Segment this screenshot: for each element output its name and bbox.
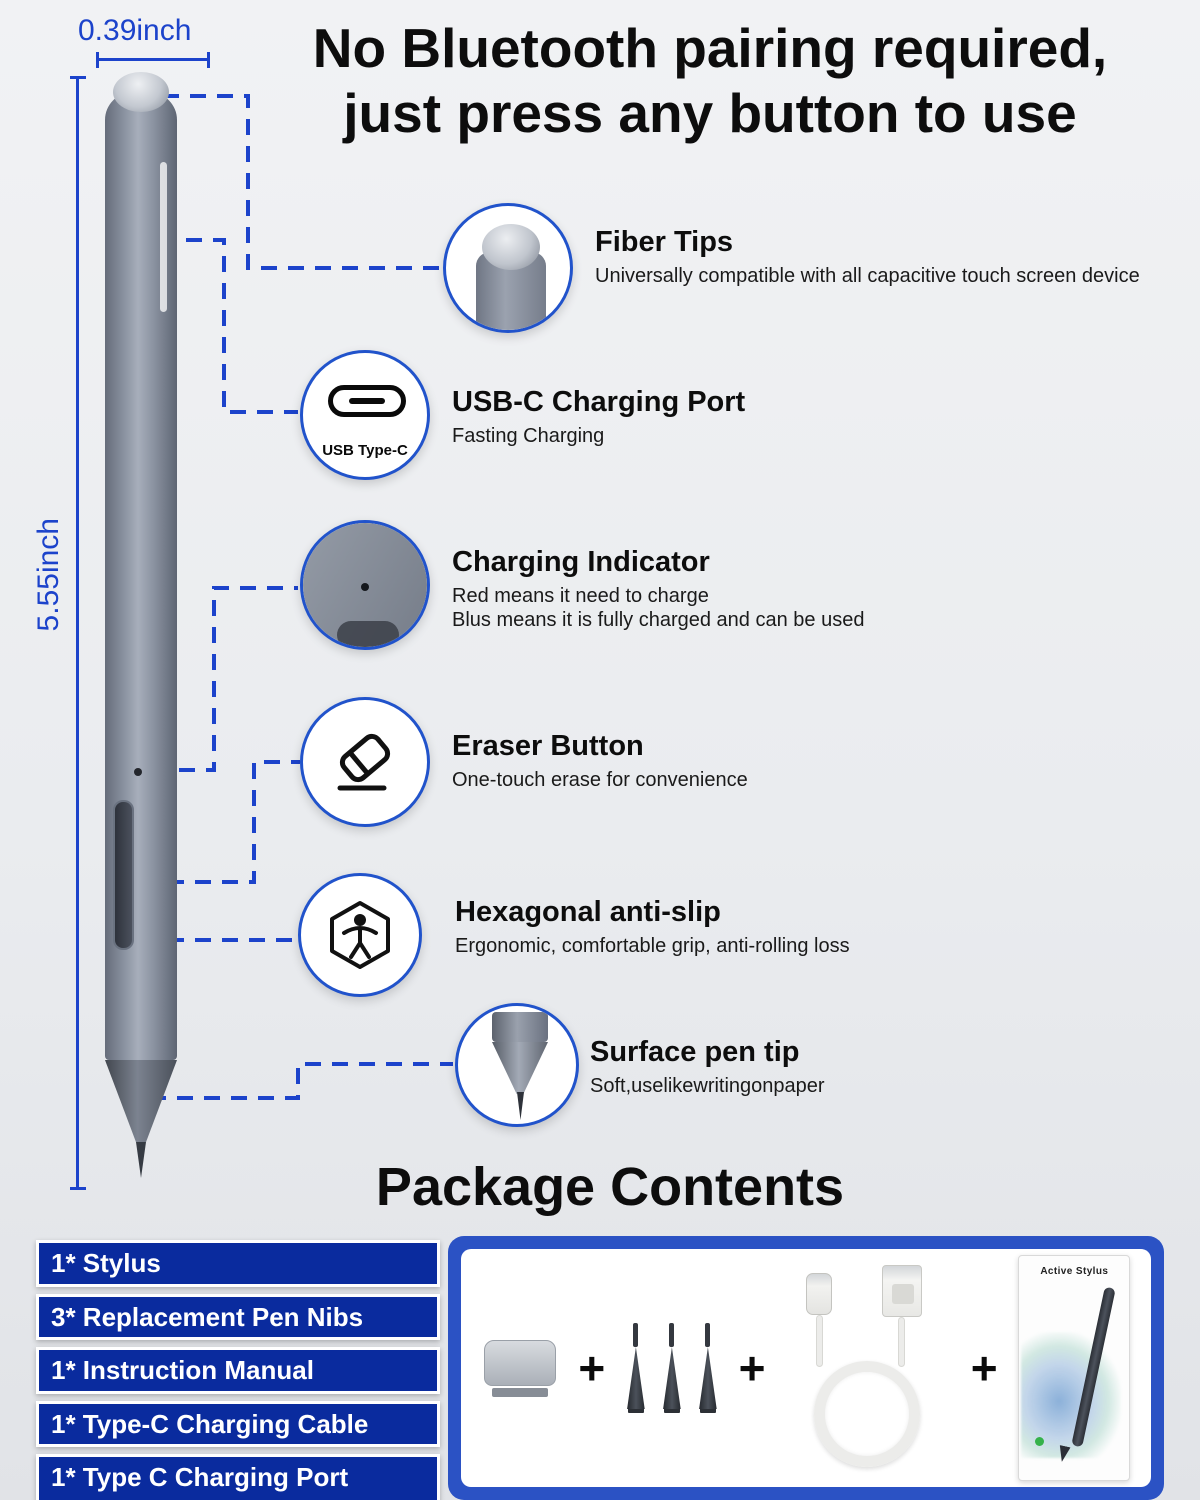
package-item-manual: 1* Instruction Manual	[36, 1347, 440, 1394]
feature-charging-indicator: Charging Indicator Red means it need to …	[452, 546, 1012, 632]
page-title-line1: No Bluetooth pairing required,	[312, 17, 1108, 79]
feature-desc2: Blus means it is fully charged and can b…	[452, 609, 865, 631]
package-item-label-line2: Dustproof Rubber Plug	[51, 1494, 425, 1500]
pen-nib	[662, 1323, 682, 1413]
feature-title: USB-C Charging Port	[452, 386, 746, 418]
feature-title: Charging Indicator	[452, 546, 710, 578]
nib-stem	[669, 1323, 675, 1347]
fiber-tip-callout-circle	[443, 203, 573, 333]
pen-nose-cone	[105, 1060, 177, 1142]
usb-c-connector	[806, 1273, 833, 1315]
feature-title: Hexagonal anti-slip	[455, 896, 721, 928]
package-photo-area: + +	[461, 1249, 1151, 1487]
package-photo-panel: + +	[448, 1236, 1164, 1500]
stylus-pen-illustration	[100, 72, 184, 1192]
pen-writing-tip	[136, 1142, 146, 1178]
package-contents-list: 1* Stylus 3* Replacement Pen Nibs 1* Ins…	[36, 1240, 440, 1500]
usb-c-icon	[328, 385, 406, 417]
nib-cone	[627, 1347, 645, 1409]
surface-tip-needle	[517, 1092, 524, 1120]
charging-indicator-callout-circle	[300, 520, 430, 650]
package-item-label: 3* Replacement Pen Nibs	[51, 1301, 364, 1332]
page-title: No Bluetooth pairing required, just pres…	[255, 16, 1165, 146]
cable-loop	[814, 1361, 921, 1467]
package-item-label: 1* Type-C Charging Cable	[51, 1408, 369, 1439]
pen-highlight	[160, 162, 167, 312]
plus-sign: +	[970, 1342, 998, 1394]
eraser-icon	[337, 733, 391, 791]
pen-side-button	[113, 800, 134, 950]
package-item-charging-cable: 1* Type-C Charging Cable	[36, 1400, 440, 1447]
feature-eraser-button: Eraser Button One-touch erase for conven…	[452, 730, 972, 792]
usb-a-connector	[882, 1265, 923, 1317]
cable-cord	[898, 1317, 906, 1367]
feature-desc: Red means it need to charge	[452, 585, 709, 607]
rubber-plug-cap	[483, 1339, 556, 1386]
plus-sign: +	[578, 1342, 606, 1394]
feature-fiber-tips: Fiber Tips Universally compatible with a…	[595, 226, 1165, 288]
pen-fiber-tip	[113, 72, 169, 112]
package-item-stylus: 1* Stylus	[36, 1240, 440, 1287]
feature-usb-c-port: USB-C Charging Port Fasting Charging	[452, 386, 972, 448]
charging-cable-image	[786, 1265, 950, 1471]
usb-c-icon-label: USB Type-C	[322, 442, 408, 459]
eraser-callout-circle	[300, 697, 430, 827]
rubber-plug-base	[491, 1387, 548, 1397]
package-item-rubber-plug: 1* Type C Charging Port Dustproof Rubber…	[36, 1454, 440, 1500]
nib-cone	[699, 1347, 717, 1409]
page-title-line2: just press any button to use	[343, 81, 1077, 144]
feature-desc: One-touch erase for convenience	[452, 769, 748, 791]
width-measurement-line	[96, 52, 210, 68]
feature-desc: Fasting Charging	[452, 425, 605, 447]
feature-desc: Universally compatible with all capaciti…	[595, 265, 1140, 287]
surface-tip-icon	[492, 1042, 548, 1094]
pen-charging-indicator-dot	[134, 768, 142, 776]
fiber-tip-icon	[482, 224, 540, 270]
nib-stem	[705, 1323, 711, 1347]
nib-base	[699, 1408, 716, 1413]
surface-tip-callout-circle	[455, 1003, 579, 1127]
package-item-pen-nibs: 3* Replacement Pen Nibs	[36, 1293, 440, 1340]
feature-title: Fiber Tips	[595, 226, 734, 258]
package-item-label: 1* Instruction Manual	[51, 1355, 314, 1385]
package-item-label: 1* Stylus	[51, 1248, 161, 1278]
cable-cord	[816, 1315, 824, 1367]
pen-nib	[698, 1323, 718, 1413]
retail-box-image: Active Stylus	[1018, 1255, 1131, 1481]
feature-surface-pen-tip: Surface pen tip Soft,uselikewritingonpap…	[590, 1036, 1110, 1098]
feature-hexagonal-anti-slip: Hexagonal anti-slip Ergonomic, comfortab…	[455, 896, 1015, 958]
feature-title: Eraser Button	[452, 730, 644, 762]
nib-stem	[633, 1323, 639, 1347]
nib-base	[627, 1408, 644, 1413]
height-measurement-label: 5.55inch	[32, 518, 65, 632]
plus-sign: +	[738, 1342, 766, 1394]
surface-tip-zoom-body	[492, 1012, 548, 1042]
rubber-plug-image	[482, 1339, 558, 1397]
pen-nib	[626, 1323, 646, 1413]
feature-desc: Soft,uselikewritingonpaper	[590, 1075, 825, 1097]
green-dot	[1035, 1437, 1045, 1446]
replacement-nibs-image	[626, 1323, 718, 1413]
nib-base	[663, 1408, 680, 1413]
package-item-label: 1* Type C Charging Port	[51, 1462, 349, 1492]
charging-indicator-button-shadow	[337, 621, 399, 647]
hexagonal-grip-callout-circle	[298, 873, 422, 997]
width-measurement-label: 0.39inch	[78, 14, 192, 47]
nib-cone	[663, 1347, 681, 1409]
charging-indicator-led-icon	[361, 583, 369, 591]
height-measurement-line	[70, 76, 86, 1190]
package-contents-title: Package Contents	[375, 1157, 845, 1217]
feature-title: Surface pen tip	[590, 1036, 800, 1068]
retail-box-label: Active Stylus	[1040, 1266, 1109, 1277]
hexagonal-grip-icon	[330, 901, 390, 969]
feature-desc: Ergonomic, comfortable grip, anti-rollin…	[455, 935, 850, 957]
usb-c-callout-circle: USB Type-C	[300, 350, 430, 480]
